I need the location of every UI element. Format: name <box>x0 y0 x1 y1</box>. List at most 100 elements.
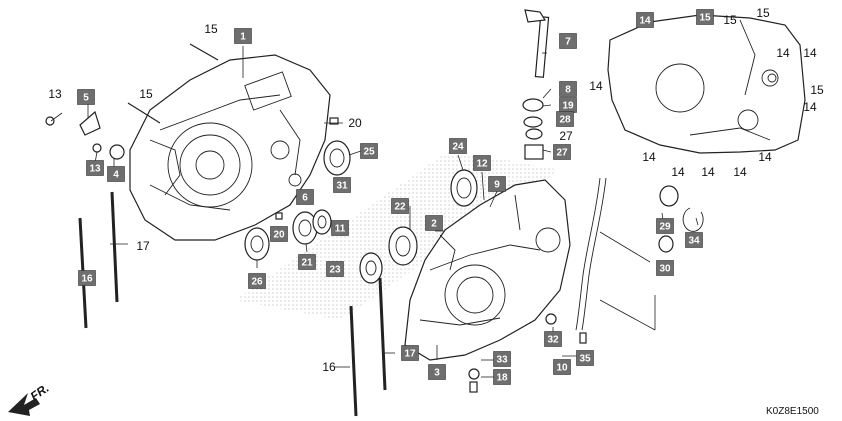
callout-badge-31: 31 <box>333 177 351 193</box>
callout-badge-18: 18 <box>493 369 511 385</box>
callout-badge-label: 24 <box>452 142 464 153</box>
callout-badge-29: 29 <box>656 218 674 234</box>
callout-badge-label: 26 <box>251 277 263 288</box>
leader-lines <box>50 46 699 378</box>
callout-badge-26: 26 <box>248 273 266 289</box>
callout-badge-label: 16 <box>81 274 93 285</box>
callout-label-15: 15 <box>139 87 153 101</box>
callout-badge-27: 27 <box>553 144 571 160</box>
callout-badge-34: 34 <box>685 232 703 248</box>
callout-badge-label: 8 <box>565 85 571 96</box>
crankcase-gasket <box>607 14 806 154</box>
front-direction-label: FR. <box>28 381 52 404</box>
callout-badge-label: 1 <box>240 32 246 43</box>
callout-badge-1: 1 <box>234 28 252 44</box>
callout-badge-35: 35 <box>576 350 594 366</box>
callout-badge-16: 16 <box>78 270 96 286</box>
callout-badge-label: 28 <box>559 115 571 126</box>
callout-label-14: 14 <box>589 79 603 93</box>
callout-badge-label: 5 <box>83 93 89 104</box>
callout-badge-32: 32 <box>544 331 562 347</box>
callout-badge-2: 2 <box>425 215 443 231</box>
callout-label-15: 15 <box>723 13 737 27</box>
callout-badge-3: 3 <box>428 364 446 380</box>
callout-badge-label: 3 <box>434 368 440 379</box>
callout-badge-9: 9 <box>488 176 506 192</box>
callout-badge-13: 13 <box>86 160 104 176</box>
callout-badge-label: 33 <box>496 355 508 366</box>
callout-badge-label: 35 <box>579 354 591 365</box>
callout-badge-8: 8 <box>559 81 577 97</box>
callout-badge-30: 30 <box>656 260 674 276</box>
callout-badge-20: 20 <box>270 226 288 242</box>
callout-badge-label: 19 <box>562 101 574 112</box>
callout-badge-label: 18 <box>496 373 508 384</box>
callout-badge-label: 29 <box>659 222 671 233</box>
callout-badge-21: 21 <box>298 254 316 270</box>
callout-badge-label: 17 <box>404 349 416 360</box>
right-crankcase <box>404 179 571 361</box>
callout-label-14: 14 <box>733 165 747 179</box>
callout-badge-label: 23 <box>329 265 341 276</box>
callout-badge-22: 22 <box>391 198 409 214</box>
callout-label-15: 15 <box>204 22 218 36</box>
bearings-and-seals <box>45 98 704 284</box>
callout-badge-label: 13 <box>89 164 101 175</box>
callout-badge-label: 21 <box>301 258 313 269</box>
studs-and-bolts <box>78 9 607 417</box>
callout-badge-label: 27 <box>556 148 568 159</box>
callout-label-17: 17 <box>136 239 150 253</box>
callout-badge-label: 32 <box>547 335 559 346</box>
callout-badge-5: 5 <box>77 89 95 105</box>
callout-label-14: 14 <box>776 46 790 60</box>
callout-badge-33: 33 <box>493 351 511 367</box>
callout-label-20: 20 <box>348 116 362 130</box>
callout-badge-17: 17 <box>401 345 419 361</box>
callout-label-14: 14 <box>803 46 817 60</box>
callout-badge-14: 14 <box>636 12 654 28</box>
callout-badge-label: 11 <box>335 224 346 235</box>
callout-badge-label: 20 <box>273 230 285 241</box>
callout-label-14: 14 <box>758 150 772 164</box>
callout-badge-label: 25 <box>363 147 375 158</box>
callout-label-13: 13 <box>48 87 62 101</box>
callout-badge-4: 4 <box>107 166 125 182</box>
callout-badge-label: 2 <box>431 219 437 230</box>
callout-label-14: 14 <box>803 100 817 114</box>
callout-badge-label: 10 <box>556 363 568 374</box>
callout-label-15: 15 <box>810 83 824 97</box>
callout-badge-label: 30 <box>659 264 671 275</box>
callout-label-16: 16 <box>322 360 336 374</box>
callout-badge-24: 24 <box>449 138 467 154</box>
callout-badge-label: 15 <box>699 13 711 24</box>
callout-badge-10: 10 <box>553 359 571 375</box>
callout-badge-label: 22 <box>394 202 406 213</box>
callout-badge-label: 6 <box>302 193 308 204</box>
callout-badge-label: 7 <box>565 37 571 48</box>
callout-badge-15: 15 <box>696 9 714 25</box>
callout-badge-12: 12 <box>473 155 491 171</box>
left-crankcase <box>129 54 331 241</box>
diagram-code: K0Z8E1500 <box>766 406 819 417</box>
callout-badge-label: 4 <box>113 170 119 181</box>
callout-badge-label: 31 <box>336 181 348 192</box>
callout-badge-label: 12 <box>476 159 488 170</box>
callout-label-14: 14 <box>671 165 685 179</box>
callout-badge-11: 11 <box>331 220 349 236</box>
callout-badge-label: 9 <box>494 180 500 191</box>
callout-badge-19: 19 <box>559 97 577 113</box>
callout-badge-label: 34 <box>688 236 700 247</box>
callout-badge-label: 14 <box>639 16 651 27</box>
callout-label-27: 27 <box>559 129 573 143</box>
front-direction-indicator: FR. <box>8 381 52 416</box>
callout-badge-25: 25 <box>360 143 378 159</box>
callout-badge-28: 28 <box>556 111 574 127</box>
callout-badge-23: 23 <box>326 261 344 277</box>
callout-badge-6: 6 <box>296 189 314 205</box>
callout-label-14: 14 <box>701 165 715 179</box>
callout-label-15: 15 <box>756 6 770 20</box>
callout-label-14: 14 <box>642 150 656 164</box>
callout-badge-7: 7 <box>559 33 577 49</box>
